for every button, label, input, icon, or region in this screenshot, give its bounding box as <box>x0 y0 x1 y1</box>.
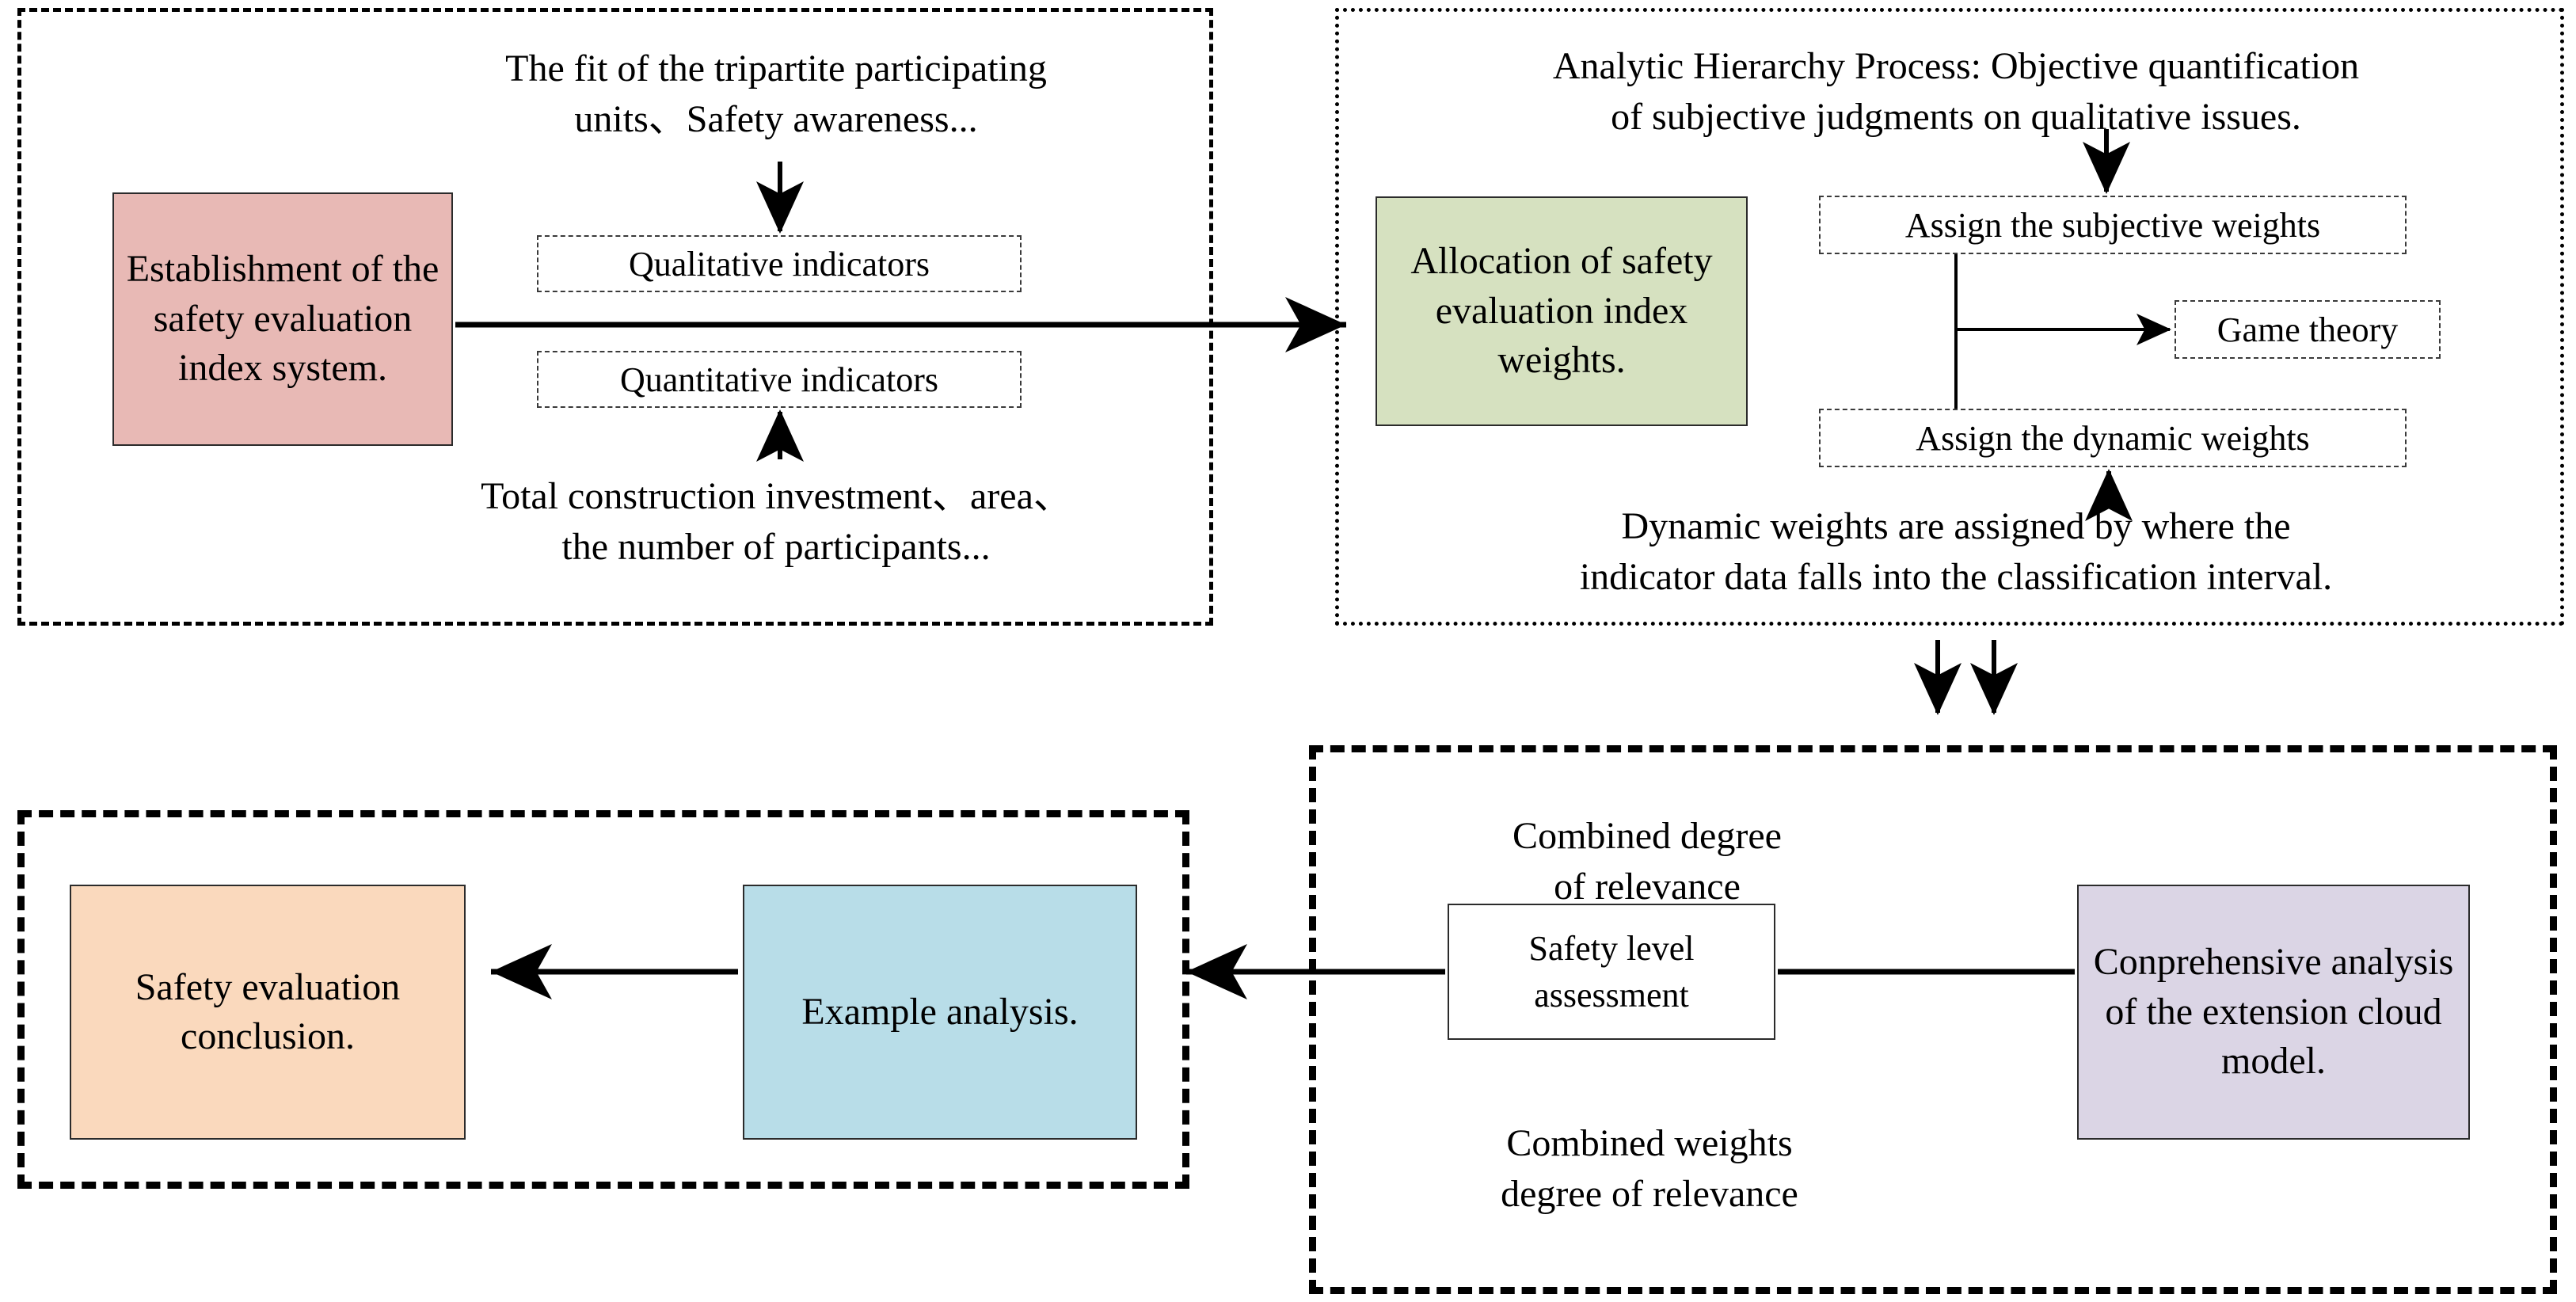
index-system-top-caption: The fit of the tripartite participating … <box>505 48 1047 141</box>
box-quantitative-indicators: Quantitative indicators <box>537 351 1022 408</box>
box-comprehensive-extension-cloud: Conprehensive analysis of the extension … <box>2077 885 2470 1140</box>
extension-cloud-top-caption: Combined degree of relevance <box>1512 815 1782 908</box>
box-assign-subjective-weights: Assign the subjective weights <box>1819 196 2407 254</box>
panel-conclusion <box>17 810 1189 1189</box>
box-example-analysis: Example analysis. <box>743 885 1137 1140</box>
box-game-theory: Game theory <box>2175 300 2441 359</box>
weights-bottom-caption: Dynamic weights are assigned by where th… <box>1579 505 2333 599</box>
box-assign-dynamic-weights: Assign the dynamic weights <box>1819 409 2407 467</box>
extension-cloud-bottom-caption: Combined weights degree of relevance <box>1501 1122 1798 1216</box>
box-allocation-of-weights: Allocation of safety evaluation index we… <box>1376 196 1748 426</box>
panel-extension-cloud <box>1309 745 2557 1294</box>
box-safety-evaluation-conclusion: Safety evaluation conclusion. <box>70 885 466 1140</box>
box-qualitative-indicators: Qualitative indicators <box>537 235 1022 292</box>
weights-top-caption: Analytic Hierarchy Process: Objective qu… <box>1552 45 2360 139</box>
index-system-bottom-caption: Total construction investment、area、 the … <box>481 475 1071 569</box>
box-safety-level-assessment: Safety level assessment <box>1448 904 1775 1040</box>
box-establishment-index-system: Establishment of the safety evaluation i… <box>112 192 453 446</box>
panel-index-system <box>17 8 1213 626</box>
